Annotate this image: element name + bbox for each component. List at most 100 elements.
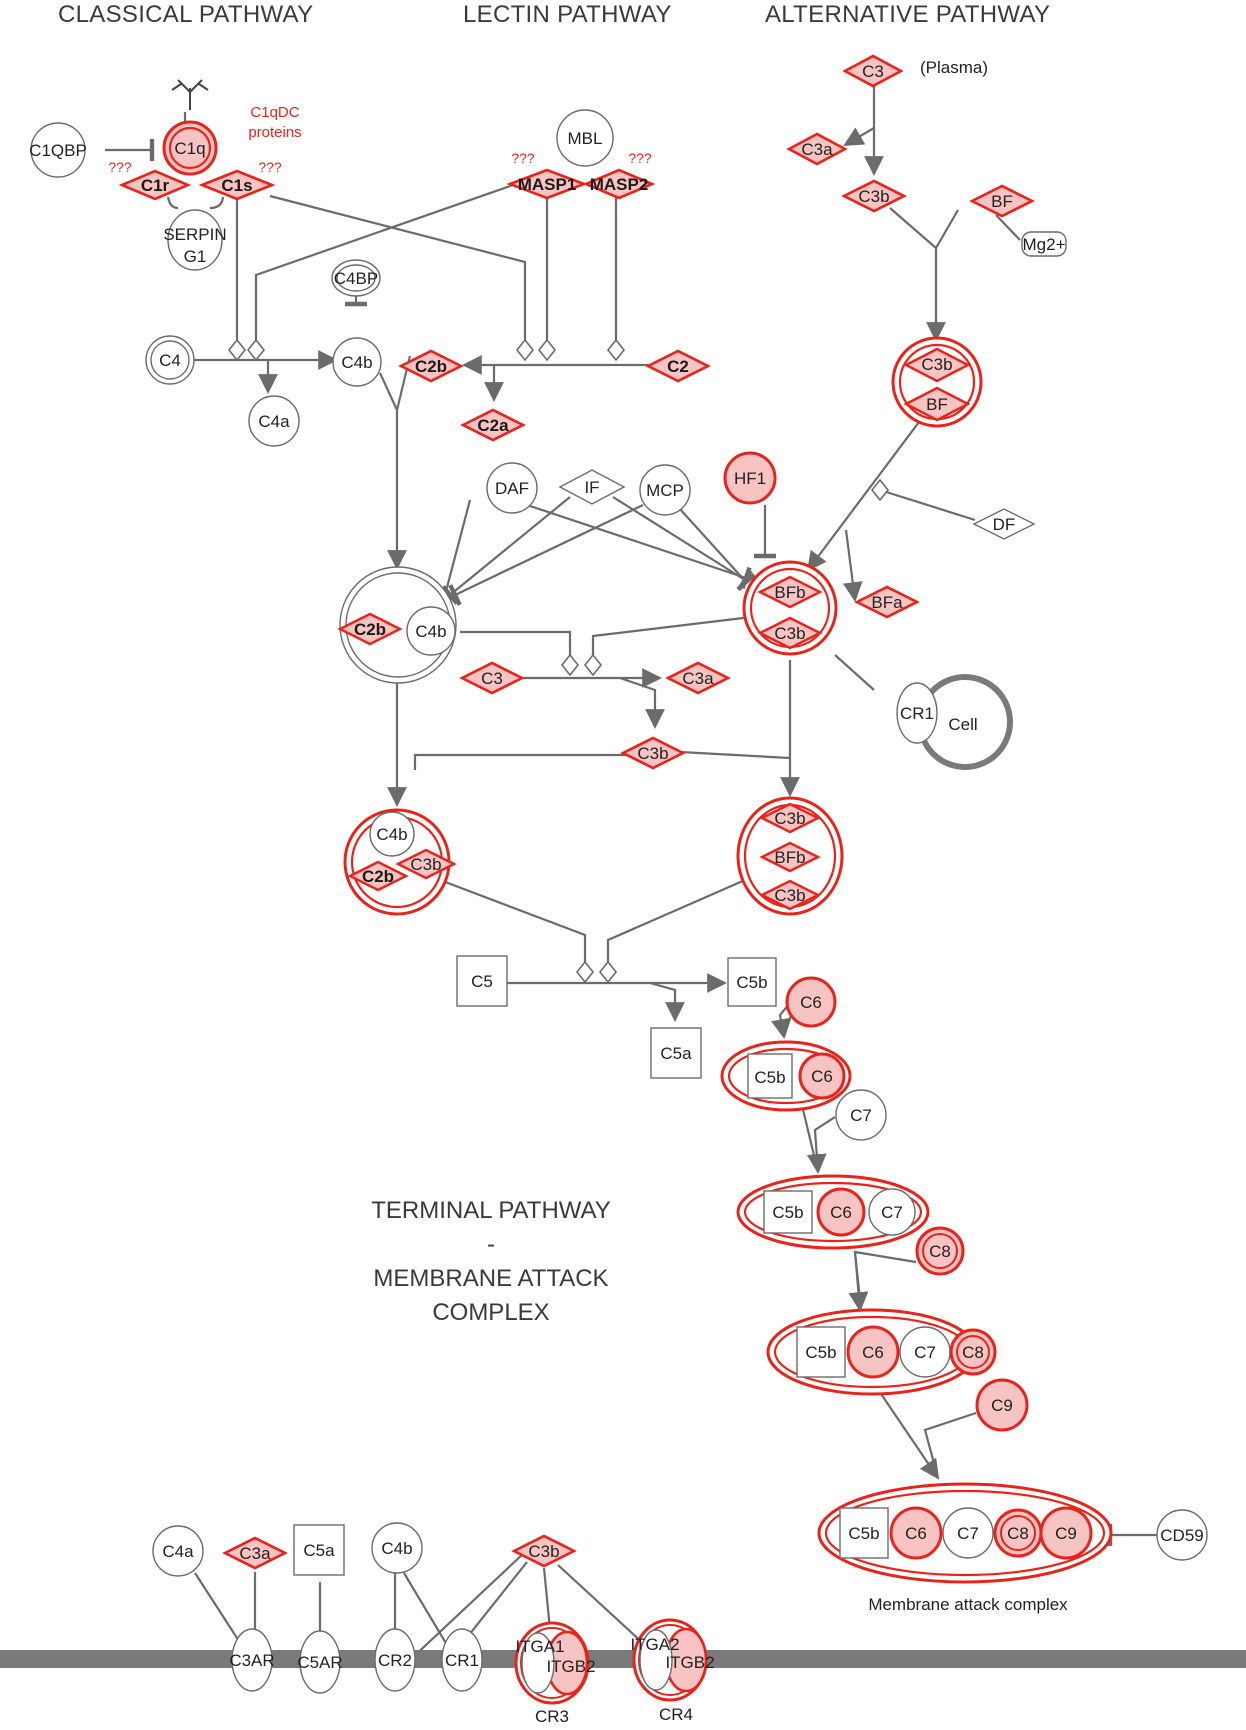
c2a-node[interactable]: C2a [460,408,526,442]
svg-text:IF: IF [584,478,599,497]
svg-text:DAF: DAF [495,479,529,498]
c4b-ligand-node[interactable]: C4b [371,1522,423,1574]
bf-node[interactable]: BF [969,184,1035,218]
c5b6-complex[interactable]: C5b C6 [720,1040,852,1112]
c4-node[interactable]: C4 [145,335,195,385]
svg-text:C7: C7 [850,1106,872,1125]
cr3-caption: CR3 [535,1707,569,1726]
cell-label: Cell [948,715,977,734]
mbl-node[interactable]: MBL [556,109,614,167]
c2b-c4b-convertase[interactable]: C2b C4b [337,566,457,684]
c2b-node[interactable]: C2b [398,349,464,383]
svg-text:C3b: C3b [921,355,952,374]
masp1-node[interactable]: MASP1 [506,168,588,200]
cr4-receptor[interactable]: ITGA2 ITGB2 [630,1618,715,1702]
svg-text:MASP1: MASP1 [518,175,577,194]
if-node[interactable]: IF [558,469,626,505]
cr3-receptor[interactable]: ITGA1 ITGB2 [514,1621,596,1705]
svg-text:C3b: C3b [774,809,805,828]
c3a-ligand-node[interactable]: C3a [222,1536,288,1570]
cd59-node[interactable]: CD59 [1156,1509,1208,1561]
svg-text:C4b: C4b [341,353,372,372]
bfb-c3b-convertase[interactable]: BFb C3b [742,560,838,656]
svg-text:BF: BF [991,192,1013,211]
c3b-bf-complex[interactable]: C3b BF [891,336,983,428]
svg-text:C1QBP: C1QBP [29,141,87,160]
hf1-node[interactable]: HF1 [723,451,777,505]
mg2-node[interactable]: Mg2+ [1021,231,1067,257]
c5b678-complex[interactable]: C5b C6 C7 C8 [766,1308,997,1396]
c1qbp-node[interactable]: C1QBP [29,122,87,178]
svg-text:C9: C9 [991,1396,1013,1415]
c9-node[interactable]: C9 [975,1378,1029,1432]
c1q-node[interactable]: C1q [162,120,218,176]
c7-node[interactable]: C7 [835,1089,887,1141]
terminal-title-line4: COMPLEX [432,1299,549,1326]
c3ar-receptor[interactable]: C3AR [229,1628,275,1692]
masp2-node[interactable]: MASP2 [582,168,656,200]
svg-text:ITGB2: ITGB2 [546,1657,595,1676]
c3-plasma-node[interactable]: C3 [842,54,904,88]
c6-node[interactable]: C6 [785,976,837,1028]
unknown-marker: ??? [258,159,282,175]
c4b-c2b-c3b-convertase[interactable]: C4b C2b C3b [343,808,457,916]
c1s-node[interactable]: C1s [198,169,276,201]
mac-complex[interactable]: C5b C6 C7 C8 C9 [817,1482,1113,1584]
c4a-node[interactable]: C4a [248,395,300,447]
svg-text:C4: C4 [159,351,181,370]
c3b-product-node[interactable]: C3b [620,736,686,770]
bfa-node[interactable]: BFa [854,585,920,619]
c5b-node[interactable]: C5b [727,957,777,1007]
svg-text:ITGB2: ITGB2 [665,1653,714,1672]
svg-text:C3a: C3a [682,669,714,688]
svg-text:BFa: BFa [871,593,903,612]
header-alternative-pathway: ALTERNATIVE PATHWAY [765,1,1050,28]
c3b-bfb-c3b-convertase[interactable]: C3b BFb C3b [736,796,844,916]
svg-text:C6: C6 [862,1343,884,1362]
c2-node[interactable]: C2 [645,349,711,383]
c1r-node[interactable]: C1r [118,169,192,201]
serping1-node[interactable]: SERPIN G1 [163,209,227,271]
antibody-icon [171,79,209,110]
svg-text:C6: C6 [830,1203,852,1222]
daf-node[interactable]: DAF [486,462,538,514]
c3-substrate-node[interactable]: C3 [459,661,525,695]
c5-node[interactable]: C5 [456,955,508,1007]
svg-text:C1r: C1r [141,176,170,195]
svg-text:CR1: CR1 [445,1651,479,1670]
svg-text:C9: C9 [1055,1524,1077,1543]
c3a-product-node[interactable]: C3a [665,661,731,695]
c4b-node[interactable]: C4b [332,337,382,387]
svg-text:C4b: C4b [415,622,446,641]
svg-text:ITGA2: ITGA2 [630,1635,679,1654]
df-node[interactable]: DF [972,508,1036,540]
c5a-node[interactable]: C5a [650,1027,702,1079]
svg-text:C1s: C1s [221,176,252,195]
svg-text:C6: C6 [905,1524,927,1543]
mcp-node[interactable]: MCP [639,464,691,516]
c4bp-node[interactable]: C4BP [331,259,381,297]
c8-node[interactable]: C8 [915,1226,965,1276]
header-lectin-pathway: LECTIN PATHWAY [463,1,672,28]
svg-text:C5AR: C5AR [297,1653,342,1672]
svg-text:C6: C6 [800,993,822,1012]
svg-text:C7: C7 [881,1203,903,1222]
svg-text:C3b: C3b [528,1542,559,1561]
svg-text:C4a: C4a [258,412,290,431]
c5ar-receptor[interactable]: C5AR [297,1630,343,1694]
svg-text:C4b: C4b [376,825,407,844]
svg-text:C5: C5 [471,972,493,991]
cr1-receptor[interactable]: CR1 [441,1628,483,1692]
cr2-receptor[interactable]: CR2 [374,1628,416,1692]
c3b-ligand-node[interactable]: C3b [511,1534,577,1568]
c5a-ligand-node[interactable]: C5a [293,1524,345,1576]
c5b67-complex[interactable]: C5b C6 C7 [736,1174,930,1250]
c4a-ligand-node[interactable]: C4a [152,1525,204,1577]
c3b-node[interactable]: C3b [841,179,907,213]
c3a-node[interactable]: C3a [786,132,848,166]
cr1-cell-node[interactable]: CR1 [896,682,938,744]
svg-text:C5b: C5b [805,1343,836,1362]
svg-text:ITGA1: ITGA1 [515,1637,564,1656]
svg-text:C3b: C3b [410,855,441,874]
svg-text:C3: C3 [862,62,884,81]
